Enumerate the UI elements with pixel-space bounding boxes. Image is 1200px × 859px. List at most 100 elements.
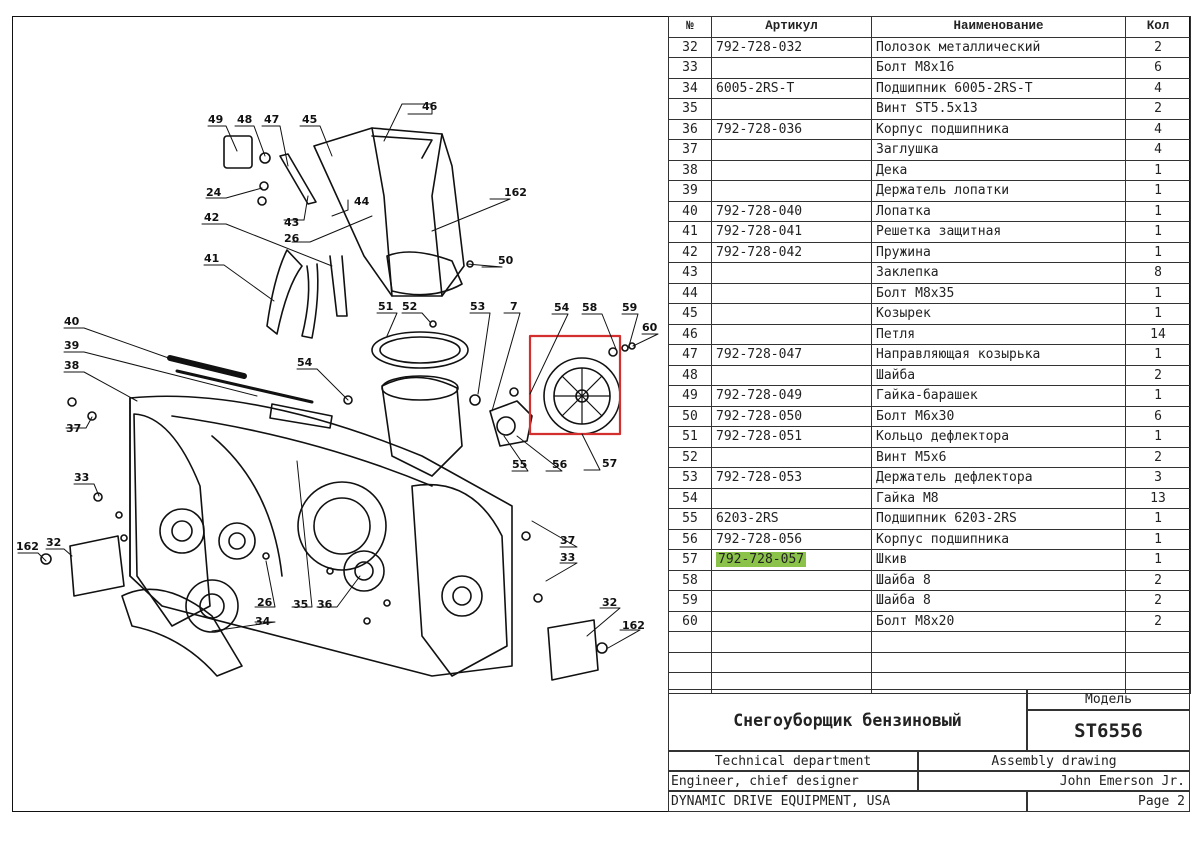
cell-qty bbox=[1125, 672, 1191, 694]
cell-qty bbox=[1125, 651, 1191, 673]
callout-44: 44 bbox=[354, 195, 370, 208]
callout-42: 42 bbox=[204, 211, 219, 224]
cell-name bbox=[871, 651, 1126, 673]
cell-qty: 1 bbox=[1125, 528, 1191, 550]
callout-43: 43 bbox=[284, 216, 299, 229]
table-row bbox=[668, 672, 1191, 694]
cell-article bbox=[711, 282, 872, 304]
cell-qty: 1 bbox=[1125, 180, 1191, 202]
cell-name: Пружина bbox=[871, 241, 1126, 263]
cell-name: Подшипник 6005-2RS-T bbox=[871, 77, 1126, 99]
cell-no: 56 bbox=[668, 528, 712, 550]
callout-36: 36 bbox=[317, 598, 333, 611]
highlighted-article: 792-728-057 bbox=[716, 552, 807, 568]
callout-34: 34 bbox=[255, 615, 271, 628]
table-row bbox=[668, 651, 1191, 673]
cell-name: Шайба 8 bbox=[871, 590, 1126, 612]
cell-qty: 2 bbox=[1125, 590, 1191, 612]
callout-47: 47 bbox=[264, 113, 279, 126]
callout-33: 33 bbox=[74, 471, 89, 484]
callout-57: 57 bbox=[602, 457, 617, 470]
callout-53: 53 bbox=[470, 300, 485, 313]
cell-no: 48 bbox=[668, 364, 712, 386]
cell-article bbox=[711, 446, 872, 468]
callout-52: 52 bbox=[402, 300, 417, 313]
cell-name: Болт M8x16 bbox=[871, 57, 1126, 79]
department: Technical department bbox=[668, 751, 918, 771]
cell-article bbox=[711, 631, 872, 653]
cell-name: Заглушка bbox=[871, 139, 1126, 161]
cell-article bbox=[711, 159, 872, 181]
cell-article bbox=[711, 610, 872, 632]
cell-no: 39 bbox=[668, 180, 712, 202]
callout-46: 46 bbox=[422, 100, 438, 113]
cell-qty: 1 bbox=[1125, 221, 1191, 243]
callout-26b: 26 bbox=[257, 596, 273, 609]
callout-162: 162 bbox=[504, 186, 527, 199]
cell-no: 37 bbox=[668, 139, 712, 161]
cell-article: 6005-2RS-T bbox=[711, 77, 872, 99]
callout-60: 60 bbox=[642, 321, 658, 334]
cell-name: Болт M8x35 bbox=[871, 282, 1126, 304]
cell-article: 6203-2RS bbox=[711, 508, 872, 530]
cell-name: Козырек bbox=[871, 303, 1126, 325]
cell-article bbox=[711, 590, 872, 612]
cell-no: 43 bbox=[668, 262, 712, 284]
assembly-drawing: 49 48 47 45 46 24 162 42 43 44 26 41 50 … bbox=[12, 16, 668, 812]
cell-qty: 14 bbox=[1125, 323, 1191, 345]
cell-article bbox=[711, 303, 872, 325]
company-name: DYNAMIC DRIVE EQUIPMENT, USA bbox=[668, 791, 1027, 812]
cell-name: Заклепка bbox=[871, 262, 1126, 284]
cell-name: Корпус подшипника bbox=[871, 118, 1126, 140]
cell-qty: 1 bbox=[1125, 282, 1191, 304]
callout-35: 35 bbox=[293, 598, 308, 611]
cell-name bbox=[871, 631, 1126, 653]
callout-54: 54 bbox=[554, 301, 570, 314]
cell-name: Винт ST5.5x13 bbox=[871, 98, 1126, 120]
page-number: Page 2 bbox=[1027, 791, 1190, 812]
title-block: Снегоуборщик бензиновый Модель ST6556 Te… bbox=[668, 689, 1190, 812]
cell-article: 792-728-057 bbox=[711, 549, 872, 571]
cell-qty: 4 bbox=[1125, 118, 1191, 140]
cell-article: 792-728-050 bbox=[711, 405, 872, 427]
cell-name: Держатель лопатки bbox=[871, 180, 1126, 202]
cell-no: 54 bbox=[668, 487, 712, 509]
cell-qty: 2 bbox=[1125, 98, 1191, 120]
model-value: ST6556 bbox=[1027, 710, 1190, 751]
cell-qty: 1 bbox=[1125, 385, 1191, 407]
cell-qty: 4 bbox=[1125, 139, 1191, 161]
cell-article: 792-728-051 bbox=[711, 426, 872, 448]
header-no: № bbox=[668, 16, 712, 38]
cell-name: Гайка M8 bbox=[871, 487, 1126, 509]
callout-56: 56 bbox=[552, 458, 568, 471]
engineer-name: John Emerson Jr. bbox=[918, 771, 1190, 791]
callout-45: 45 bbox=[302, 113, 317, 126]
cell-no bbox=[668, 631, 712, 653]
cell-name: Направляющая козырька bbox=[871, 344, 1126, 366]
cell-no: 33 bbox=[668, 57, 712, 79]
cell-article: 792-728-036 bbox=[711, 118, 872, 140]
cell-qty: 1 bbox=[1125, 549, 1191, 571]
cell-no: 38 bbox=[668, 159, 712, 181]
cell-article bbox=[711, 262, 872, 284]
